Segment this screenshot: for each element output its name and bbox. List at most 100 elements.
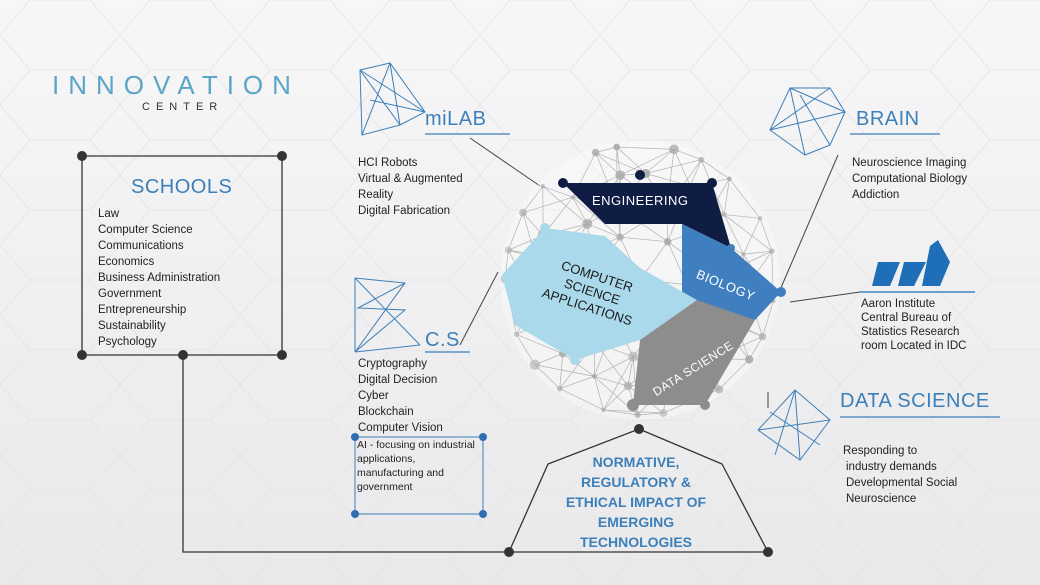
list-item: Responding to	[843, 445, 918, 457]
globe-edge	[701, 159, 730, 180]
globe-edge	[542, 185, 573, 198]
globe-edge	[587, 223, 621, 238]
list-item: Virtual & Augmented	[358, 173, 463, 185]
globe-edge	[516, 334, 536, 365]
list-item: Addiction	[852, 189, 900, 201]
globe-edge	[534, 364, 561, 389]
globe-edge	[522, 196, 573, 214]
globe-node	[529, 359, 541, 370]
globe-node	[591, 374, 597, 379]
list-item: Aaron Institute	[861, 298, 936, 310]
globe-edge	[562, 353, 595, 377]
ai-box-frame	[354, 436, 484, 515]
globe-node	[634, 411, 641, 419]
segment-data-science	[633, 300, 755, 405]
list-item: Developmental Social	[846, 477, 958, 489]
list-item: Computer Science	[98, 224, 193, 236]
data-science-title: DATA SCIENCE	[840, 390, 990, 412]
list-item: Sustainability	[98, 320, 166, 332]
globe-edge	[593, 376, 604, 411]
globe-edge	[724, 214, 761, 219]
list-item: Cryptography	[358, 358, 428, 370]
globe-edge	[729, 178, 761, 219]
globe-edge	[595, 152, 621, 176]
list-item: HCI Robots	[358, 157, 418, 169]
globe-edge	[723, 178, 730, 215]
globe-edge	[572, 197, 588, 225]
globe-node	[714, 385, 724, 394]
globe-edge	[759, 218, 773, 252]
milab-title: miLAB	[425, 108, 487, 130]
list-item: Blockchain	[358, 406, 414, 418]
globe-node	[504, 246, 512, 254]
globe-node	[659, 408, 668, 417]
globe-node	[769, 248, 775, 254]
globe-edge	[516, 334, 563, 354]
globe-node	[556, 385, 563, 392]
list-item: Neuroscience Imaging	[852, 157, 967, 169]
schools-title: SCHOOLS	[131, 176, 233, 198]
globe-edge	[603, 385, 629, 411]
globe-node	[519, 208, 527, 217]
globe-edge	[616, 146, 646, 174]
globe-edge	[748, 336, 763, 360]
list-item: Central Bureau of	[861, 312, 952, 324]
list-item: Entrepreneurship	[98, 304, 187, 316]
globe-edge	[620, 236, 668, 243]
segment-engineering	[563, 183, 731, 248]
innovation-logo-text: INNOVATION	[52, 70, 300, 100]
globe-edge	[743, 250, 772, 255]
ethics-label: NORMATIVE, REGULATORY & ETHICAL IMPACT O…	[565, 454, 707, 550]
globe-edge	[572, 196, 621, 238]
globe-node	[616, 233, 624, 241]
globe-edge	[637, 412, 664, 416]
brain-title: BRAIN	[856, 108, 920, 130]
globe-node	[663, 237, 672, 246]
list-item: Computer Vision	[358, 422, 443, 434]
globe-edge	[594, 376, 629, 387]
globe-edge	[743, 218, 761, 255]
globe-edge	[616, 146, 675, 150]
globe-node	[669, 144, 679, 155]
aaron-logo	[872, 240, 950, 286]
milab-list: HCI Robots Virtual & Augmented Reality D…	[358, 155, 463, 219]
data-science-list: Responding to industry demands Developme…	[843, 443, 957, 507]
globe-edge	[645, 159, 702, 174]
globe-node	[591, 148, 600, 157]
list-item: Government	[98, 288, 162, 300]
segment-biology	[682, 224, 781, 320]
milab-polyhedron	[359, 62, 426, 136]
list-item: Digital Decision	[358, 374, 438, 386]
globe-edge	[723, 214, 773, 252]
globe-edge	[594, 356, 634, 377]
brain-list: Neuroscience Imaging Computational Biolo…	[852, 155, 967, 203]
globe-node	[698, 156, 705, 163]
globe-edge	[718, 359, 750, 390]
list-item: Computational Biology	[852, 173, 968, 185]
globe-edge	[522, 186, 544, 213]
globe-node	[727, 176, 732, 182]
list-item: Neuroscience	[846, 493, 917, 505]
engineering-label: ENGINEERING	[592, 193, 689, 208]
globe-node	[741, 251, 746, 257]
list-item: Digital Fabrication	[358, 205, 451, 217]
globe-edge	[603, 409, 664, 414]
globe-edge	[603, 409, 638, 416]
globe-node	[601, 407, 606, 413]
globe-node	[623, 381, 633, 391]
cs-title: C.S	[425, 329, 460, 351]
globe-edge	[559, 376, 595, 389]
list-item: Statistics Research	[861, 326, 960, 338]
cs-list: Cryptography Digital Decision Cyber Bloc…	[358, 356, 443, 436]
globe-edge	[508, 212, 524, 251]
globe-node	[745, 355, 754, 364]
globe-edge	[762, 300, 774, 337]
brain-polyhedron	[769, 87, 846, 156]
globe-edge	[645, 149, 675, 174]
list-item: Communications	[98, 240, 184, 252]
list-item: industry demands	[846, 461, 937, 473]
segment-csa	[502, 228, 697, 360]
globe-node	[513, 331, 520, 338]
globe-node	[757, 215, 763, 221]
